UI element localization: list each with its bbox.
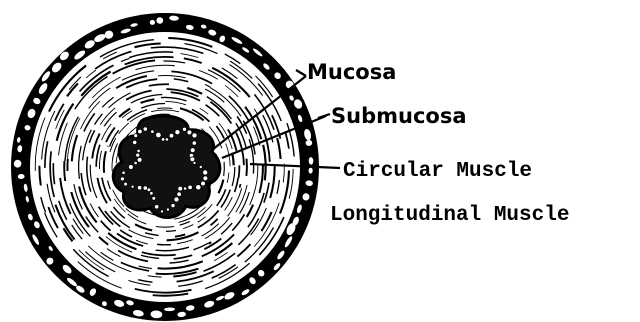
mucosa-gland-dot [143, 186, 147, 190]
mucosa-gland-dot [155, 205, 159, 209]
circular-fiber-stroke [246, 159, 247, 176]
circular-fiber-stroke [239, 165, 240, 178]
mucosa-gland-dot [203, 170, 208, 175]
mucosa-gland-dot [122, 171, 125, 174]
mucosa-gland-dot [175, 130, 180, 135]
circular-fiber-stroke [224, 162, 225, 176]
mucosa-gland-dot [143, 127, 147, 131]
mucosa-gland-dot [151, 130, 155, 134]
longitudinal-muscle-label: Longitudinal Muscle [330, 204, 569, 227]
mucosa-gland-dot [166, 208, 169, 211]
submucosa-label: Submucosa [331, 104, 467, 128]
mucosa-gland-dot [183, 187, 186, 190]
mucosa-gland-dot [177, 192, 182, 197]
mucosa-gland-dot [120, 177, 124, 181]
mucosa-gland-dot [150, 192, 154, 196]
mucosa-gland-dot [128, 165, 133, 170]
mucosa-gland-dot [187, 130, 192, 135]
mucosa-gland-dot [137, 157, 142, 162]
mucosa-gland-dot [152, 197, 156, 201]
circular-fiber-stroke [64, 161, 65, 181]
mucosa-gland-dot [193, 161, 196, 164]
mucosa-gland-dot [138, 129, 143, 134]
mucosa-gland-dot [203, 176, 208, 181]
mucosa-gland-dot [134, 134, 138, 138]
mucosa-gland-dot [160, 210, 163, 213]
mucosa-gland-dot [196, 185, 201, 190]
mucosa-gland-dot [156, 132, 162, 138]
mucosa-gland-dot [161, 138, 165, 142]
mucosa-gland-dot [190, 148, 195, 153]
mucosa-gland-dot [124, 182, 128, 186]
mucosa-gland-dot [134, 161, 137, 164]
mucosa-gland-dot [169, 133, 174, 138]
circular-fiber-stroke [209, 242, 212, 244]
mucosa-gland-dot [178, 186, 183, 191]
mucosa-gland-dot [171, 204, 175, 208]
mucosa-gland-dot [137, 149, 140, 152]
mucosa-gland-dot [137, 186, 141, 190]
mucosa-label: Mucosa [307, 60, 396, 84]
circular-fiber-stroke [240, 184, 241, 188]
mucosa-gland-dot [136, 153, 140, 157]
mucosa-gland-dot [131, 185, 134, 188]
mucosa-gland-dot [165, 138, 168, 141]
mucosa-gland-dot [182, 127, 186, 131]
mucosa-gland-dot [188, 185, 193, 190]
mucosa-gland-dot [199, 165, 202, 168]
mucosa-gland-dot [201, 181, 206, 186]
mucosa-gland-dot [192, 133, 197, 138]
mucosa-gland-dot [133, 140, 137, 144]
mucosa-gland-dot [174, 197, 179, 202]
circular-muscle-label: Circular Muscle [343, 160, 532, 183]
mucosa-gland-dot [192, 141, 196, 145]
